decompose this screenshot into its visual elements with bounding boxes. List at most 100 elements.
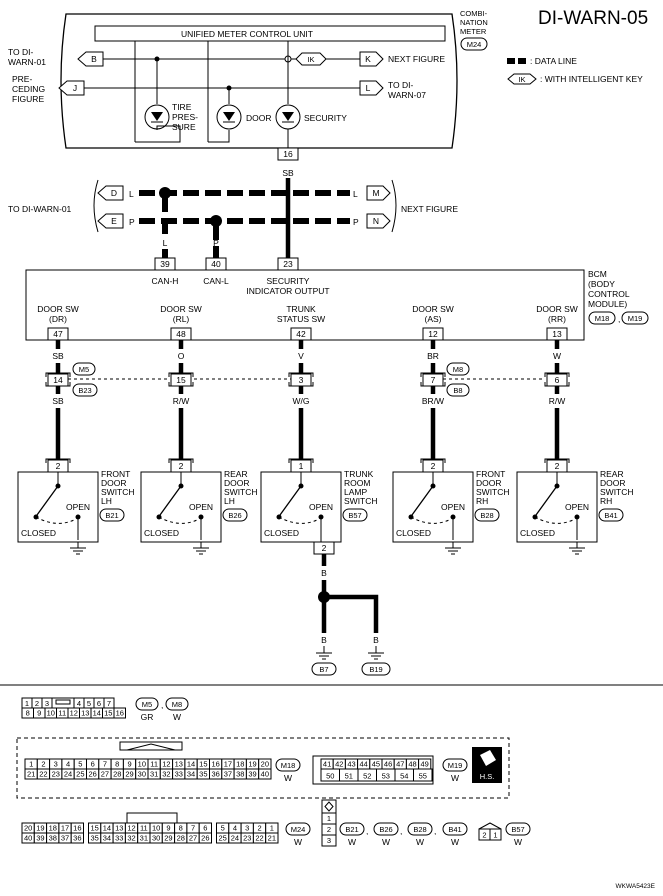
switch-name-3-2: SWITCH: [476, 487, 510, 497]
channel-2: DOOR SW(RL)48O15R/W2OPENCLOSEDREARDOORSW…: [140, 304, 258, 555]
m5m8-pin: 2: [35, 699, 39, 708]
combination-meter-label-2: NATION: [460, 18, 488, 27]
connector-view-code-m5: M5: [142, 700, 152, 709]
joint-pin-4-label: 6: [555, 375, 560, 385]
switch-name-4-3: RH: [600, 496, 612, 506]
bcm-pin-39-label: 39: [160, 259, 170, 269]
input-name-4: DOOR SW: [536, 304, 578, 314]
m18-row1-pin: 12: [162, 760, 170, 769]
switch-pin-4-label: 2: [555, 461, 560, 471]
m24-pin: 21: [268, 834, 276, 843]
ground-b19-icon: [368, 646, 384, 660]
connector-view-code-m18: M18: [281, 761, 296, 770]
ik-legend-text: : WITH INTELLIGENT KEY: [540, 74, 643, 84]
switch-name-0-0: FRONT: [101, 469, 130, 479]
unified-meter-control-unit-label: UNIFIED METER CONTROL UNIT: [181, 29, 313, 39]
can-l-wire-label: P: [213, 238, 219, 248]
switch-connector-badge-3: [474, 508, 500, 522]
m19-row1-pin: 44: [360, 760, 368, 769]
m18-row2-pin: 23: [52, 770, 60, 779]
bcm-input-pin-1-label: 48: [176, 329, 186, 339]
connector-badge-m8: [446, 362, 470, 376]
m19-row2-pin: 53: [382, 772, 390, 781]
ground-icon: [193, 547, 209, 555]
joint-pin-1-label: 15: [176, 375, 186, 385]
input-sub-3: (AS): [425, 314, 442, 324]
b57-pin: 1: [493, 831, 497, 840]
meter-pin-16: [277, 147, 299, 161]
can-h-label: CAN-H: [152, 276, 179, 286]
m5m8-pin: 4: [77, 699, 81, 708]
joint-pin-0-label: 14: [53, 375, 63, 385]
m24-pin: 31: [140, 834, 148, 843]
connector-badge-b8: [446, 383, 470, 397]
vert3-pin: 2: [327, 825, 331, 834]
open-label-0: OPEN: [66, 502, 90, 512]
can-left-ref: TO DI-WARN-01: [8, 204, 72, 214]
connector-view-badge-b57: [505, 822, 531, 836]
m24-pin: 23: [243, 834, 251, 843]
m24-pin: 17: [61, 824, 69, 833]
connector-code-m8: M8: [453, 365, 463, 374]
ground-b19-wire-label: B: [373, 635, 379, 645]
flag-k: [359, 51, 384, 67]
meter-right-ref-l-2: WARN-07: [388, 90, 426, 100]
m24-pin: 12: [127, 824, 135, 833]
b57-pin: 2: [482, 831, 486, 840]
m24-pin: 33: [115, 834, 123, 843]
switch-connector-code-0: B21: [105, 511, 118, 520]
switch-conn-view-code-1: B26: [379, 825, 392, 834]
svg-text:,: ,: [434, 826, 436, 836]
m24-pin: 4: [233, 824, 237, 833]
harness-side-label: H.S.: [480, 772, 495, 781]
closed-label-4: CLOSED: [520, 528, 555, 538]
m18-row2-pin: 21: [27, 770, 35, 779]
wire-upper-2: V: [298, 351, 304, 361]
m18-row2-pin: 25: [76, 770, 84, 779]
m24-pin: 7: [191, 824, 195, 833]
m18-row2-pin: 31: [150, 770, 158, 779]
flag-d: [97, 185, 124, 201]
flag-l-label: L: [366, 83, 371, 93]
input-name-2: TRUNK: [286, 304, 316, 314]
m18-row2-pin: 26: [88, 770, 96, 779]
m18-row2-pin: 24: [64, 770, 72, 779]
input-sub-1: (RL): [173, 314, 190, 324]
m18-row1-pin: 4: [66, 760, 70, 769]
m18-row2-pin: 36: [211, 770, 219, 779]
switch-name-0-2: SWITCH: [101, 487, 135, 497]
switch-name-3-1: DOOR: [476, 478, 502, 488]
m18-row2-pin: 32: [162, 770, 170, 779]
connector-view-color-b57: W: [514, 837, 522, 847]
switch-name-0-3: LH: [101, 496, 112, 506]
m5m8-row2-pin: 8: [26, 709, 30, 718]
switch-name-3-0: FRONT: [476, 469, 505, 479]
m5m8-row2-pin: 10: [47, 709, 55, 718]
m24-pin: 18: [49, 824, 57, 833]
m5m8-row2-pin: 12: [70, 709, 78, 718]
closed-label-3: CLOSED: [396, 528, 431, 538]
m24-pin: 27: [189, 834, 197, 843]
security-indicator-icon: [275, 104, 301, 130]
connector-view-code-m24: M24: [291, 825, 306, 834]
can-h-wire-label: L: [163, 238, 168, 248]
wire-sb-security: SB: [282, 168, 294, 178]
m18-row1-pin: 18: [236, 760, 244, 769]
m24-pin: 2: [257, 824, 261, 833]
m18-row1-pin: 11: [150, 760, 158, 769]
m18-row1-pin: 7: [103, 760, 107, 769]
joint-pin-3-label: 7: [431, 375, 436, 385]
m24-pin: 19: [36, 824, 44, 833]
door-indicator-label: DOOR: [246, 113, 272, 123]
channel-5: DOOR SW(RR)13W6R/W2OPENCLOSEDREARDOORSWI…: [516, 304, 634, 555]
wire-upper-3: BR: [427, 351, 439, 361]
m18-row2-cell: [258, 768, 272, 780]
m24-pin: 35: [90, 834, 98, 843]
bcm-input-pin-4-label: 13: [552, 329, 562, 339]
channel-1: DOOR SW(DR)47SB14SB2OPENCLOSEDFRONTDOORS…: [17, 304, 135, 555]
door-switch-icon: [532, 472, 580, 540]
m24-pin: 14: [103, 824, 111, 833]
bcm-pin-23-label: 23: [283, 259, 293, 269]
m18-row2-pin: 33: [175, 770, 183, 779]
